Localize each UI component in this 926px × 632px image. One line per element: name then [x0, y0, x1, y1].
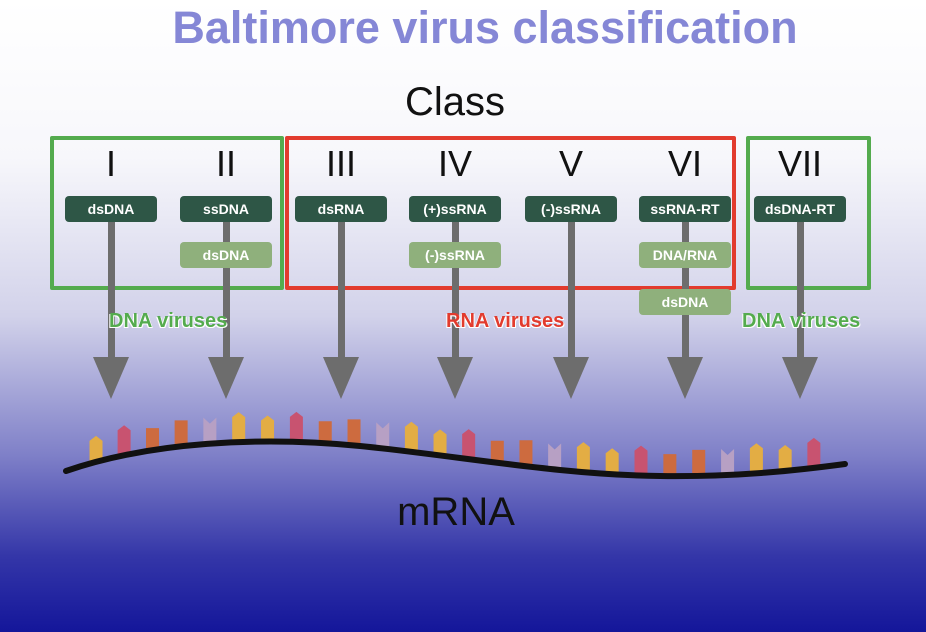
mrna-label: mRNA: [397, 490, 515, 534]
class-column-6: VI ssRNA-RT DNA/RNA dsDNA: [639, 0, 731, 400]
arrow-shaft: [568, 222, 575, 359]
class-column-3: III dsRNA: [295, 0, 387, 400]
arrow-shaft: [108, 222, 115, 359]
nucleotide-base: [174, 420, 188, 447]
nucleotide-base: [634, 445, 648, 476]
diagram-title: Baltimore virus classification: [172, 2, 798, 53]
class-numeral: VI: [667, 143, 702, 184]
nucleotide-base: [519, 440, 533, 467]
arrow-head: [667, 357, 703, 399]
genome-chip: (-)ssRNA: [525, 196, 617, 222]
class-column-5: V (-)ssRNA: [525, 0, 617, 400]
genome-chip: (+)ssRNA: [409, 196, 501, 222]
nucleotide-base: [404, 421, 418, 452]
nucleotide-base: [318, 421, 332, 444]
nucleotide-base: [376, 422, 390, 449]
nucleotide-base: [261, 415, 275, 442]
nucleotide-base: [289, 411, 303, 442]
nucleotide-base: [749, 443, 763, 474]
nucleotide-base: [462, 429, 476, 460]
mrna-bases: [89, 411, 821, 477]
class-numeral: V: [558, 143, 583, 184]
arrow-head: [553, 357, 589, 399]
rna-group-box: [285, 136, 736, 290]
dna-group-box-1: [50, 136, 284, 290]
class-column-2: II ssDNA dsDNA: [180, 0, 272, 400]
nucleotide-base: [778, 444, 792, 471]
nucleotide-base: [548, 443, 562, 470]
replication-chip: (-)ssRNA: [409, 242, 501, 268]
arrow-head: [323, 357, 359, 399]
genome-chip: ssRNA-RT: [639, 196, 731, 222]
class-column-4: IV (+)ssRNA (-)ssRNA: [409, 0, 501, 400]
class-heading: Class: [404, 80, 506, 124]
nucleotide-base: [117, 425, 131, 456]
class-numeral: I: [105, 143, 116, 184]
class-column-7: VII dsDNA-RT: [754, 0, 846, 400]
nucleotide-base: [692, 449, 706, 476]
arrow-shaft: [338, 222, 345, 359]
arrow-head: [782, 357, 818, 399]
replication-chip: dsDNA: [180, 242, 272, 268]
mrna-backbone: [63, 438, 848, 480]
nucleotide-base: [576, 442, 590, 473]
genome-chip: dsDNA-RT: [754, 196, 846, 222]
dna-viruses-label: DNA viruses: [742, 310, 861, 332]
arrow-shaft: [223, 222, 230, 359]
nucleotide-base: [89, 435, 103, 462]
nucleotide-base: [663, 454, 677, 477]
arrow-shaft: [452, 222, 459, 359]
nucleotide-base: [203, 417, 217, 444]
class-numeral: IV: [437, 143, 472, 184]
rna-viruses-label: RNA viruses: [446, 310, 565, 332]
arrow-head: [208, 357, 244, 399]
class-numeral: III: [325, 143, 356, 184]
nucleotide-base: [232, 412, 246, 443]
arrow-head: [437, 357, 473, 399]
nucleotide-base: [490, 440, 504, 463]
class-numeral: VII: [777, 143, 822, 184]
nucleotide-base: [721, 448, 735, 475]
nucleotide-base: [605, 448, 619, 475]
replication-chip: dsDNA: [639, 289, 731, 315]
dna-group-box-2: [746, 136, 871, 290]
class-numeral: II: [215, 143, 236, 184]
dna-viruses-label: DNA viruses: [109, 310, 228, 332]
class-column-1: I dsDNA: [65, 0, 157, 400]
replication-chip: DNA/RNA: [639, 242, 731, 268]
nucleotide-base: [146, 428, 160, 451]
genome-chip: dsDNA: [65, 196, 157, 222]
arrow-shaft: [797, 222, 804, 359]
genome-chip: dsRNA: [295, 196, 387, 222]
nucleotide-base: [347, 419, 361, 446]
nucleotide-base: [807, 437, 821, 468]
genome-chip: ssDNA: [180, 196, 272, 222]
arrow-head: [93, 357, 129, 399]
nucleotide-base: [433, 429, 447, 456]
